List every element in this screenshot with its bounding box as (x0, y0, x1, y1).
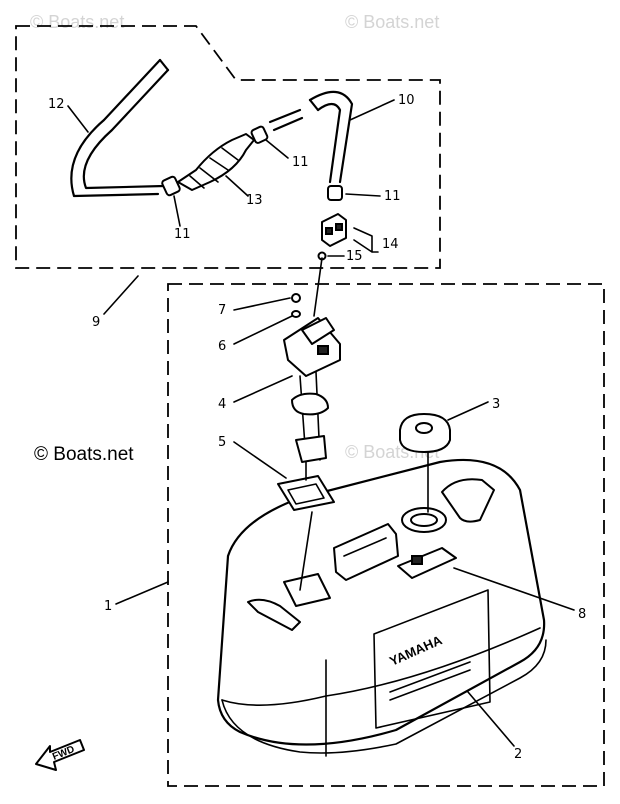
callout-5: 5 (218, 435, 226, 450)
hose-joint-11-mid (250, 125, 269, 144)
callout-11-left: 11 (174, 227, 191, 242)
callout-10: 10 (398, 93, 415, 108)
callout-15: 15 (346, 249, 363, 264)
forward-direction-arrow: FWD (35, 739, 85, 771)
fwd-label: FWD (51, 744, 76, 763)
tank-assembly-group-box (167, 283, 605, 787)
callout-11-mid: 11 (292, 155, 309, 170)
callout-13: 13 (246, 193, 263, 208)
callout-7: 7 (218, 303, 226, 318)
fuel-gauge-8 (397, 547, 457, 579)
hose-joint-11-left (161, 175, 181, 197)
callout-14: 14 (382, 237, 399, 252)
watermark-top-right: © Boats.net (345, 12, 439, 32)
fuel-tank-body: YAMAHA (216, 458, 547, 757)
callout-9: 9 (92, 315, 100, 330)
callout-6: 6 (218, 339, 226, 354)
callout-3: 3 (492, 397, 500, 412)
callout-8: 8 (578, 607, 586, 622)
gasket-5 (277, 475, 335, 511)
callout-1: 1 (104, 599, 112, 614)
fuel-cock-assembly-4 (283, 317, 341, 463)
callout-leaders (67, 99, 575, 747)
hose-joint-11-right (327, 185, 343, 201)
hose-assembly-group-box (15, 25, 441, 269)
watermark-main: © Boats.net (34, 444, 134, 465)
callout-2: 2 (514, 747, 522, 762)
callout-11-right: 11 (384, 189, 401, 204)
primer-pump-13 (177, 133, 255, 191)
fuel-cap-3 (399, 413, 451, 453)
watermark-top-left: © Boats.net (30, 12, 124, 32)
fuel-hose-12 (70, 58, 170, 198)
screw-7 (291, 293, 301, 303)
washer-6 (291, 310, 301, 318)
hose-connector-14 (321, 213, 347, 247)
alignment-lines (299, 257, 429, 591)
fuel-hose-10 (268, 90, 354, 184)
tank-brand-label: YAMAHA (387, 632, 445, 669)
callout-4: 4 (218, 397, 226, 412)
callout-12: 12 (48, 97, 65, 112)
